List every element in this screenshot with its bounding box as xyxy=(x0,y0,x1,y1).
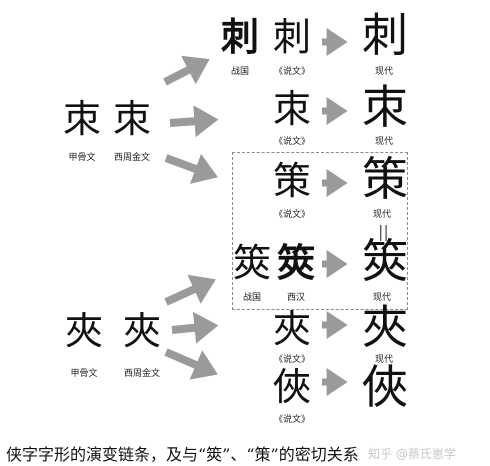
arrow-to-ci xyxy=(163,55,210,86)
shuowen-xia-glyph: 俠 xyxy=(272,365,311,409)
ce-jia-group-box xyxy=(232,152,408,310)
figure-caption: 侠字字形的演变链条，及与“筴”、“策”的密切关系 xyxy=(6,445,359,464)
zhanguo-label-row1: 战国 xyxy=(230,67,249,77)
oracle-label-top: 甲骨文 xyxy=(68,153,96,163)
shuowen-label-row2: 《说文》 xyxy=(273,137,310,147)
shuowen-label-row6: 《说文》 xyxy=(273,415,310,425)
bronze-ci-glyph: 朿 xyxy=(112,97,151,141)
bronze-label-top: 西周金文 xyxy=(113,153,150,163)
modern-label-row4: 现代 xyxy=(372,293,391,303)
modern-jia-glyph: 夾 xyxy=(362,300,408,354)
modern-jia-bamboo-glyph: 筴 xyxy=(362,234,408,288)
modern-label-row3: 现代 xyxy=(372,210,391,220)
zhanguo-label-row4: 战国 xyxy=(242,293,261,303)
shuowen-label-row5: 《说文》 xyxy=(273,355,310,365)
arrow-to-ci-mu xyxy=(169,105,219,138)
bronze-jia-glyph: 夾 xyxy=(122,309,161,353)
shuowen-ci-mu-glyph: 朿 xyxy=(272,87,311,131)
oracle-label-bottom: 甲骨文 xyxy=(70,369,98,379)
modern-xia-glyph: 俠 xyxy=(362,360,408,414)
oracle-jia-glyph: 夾 xyxy=(64,309,103,353)
arrow-to-jia xyxy=(171,311,219,344)
modern-ce-glyph: 策 xyxy=(362,152,408,206)
shuowen-label-row1: 《说文》 xyxy=(273,67,310,77)
arrow-to-jia-bamboo xyxy=(164,274,216,306)
zhanguo-jia-bamboo-glyph: 筴 xyxy=(232,241,271,285)
oracle-ci-glyph: 朿 xyxy=(62,97,101,141)
xihan-jia-bamboo-glyph: 筴 xyxy=(276,240,315,285)
shuowen-ci-glyph: 刺 xyxy=(272,15,311,59)
modern-ci-glyph: 刺 xyxy=(362,8,408,62)
zhanguo-ci-glyph: 刺 xyxy=(220,14,259,59)
modern-label-row1: 现代 xyxy=(374,67,393,77)
modern-label-row5: 现代 xyxy=(374,355,393,365)
shuowen-ce-glyph: 策 xyxy=(272,159,311,203)
arrow-to-xia xyxy=(164,348,218,380)
bronze-label-bottom: 西周金文 xyxy=(123,369,160,379)
watermark: 知乎 @蔡氏崽学 xyxy=(368,447,456,461)
xihan-label-row4: 西汉 xyxy=(286,293,305,303)
equivalence-mark: || xyxy=(378,222,389,241)
arrow-to-ce xyxy=(164,153,219,184)
shuowen-label-row3: 《说文》 xyxy=(273,210,310,220)
shuowen-jia-glyph: 夾 xyxy=(272,307,311,351)
modern-ci-mu-glyph: 朿 xyxy=(362,80,408,134)
modern-label-row2: 现代 xyxy=(374,137,393,147)
